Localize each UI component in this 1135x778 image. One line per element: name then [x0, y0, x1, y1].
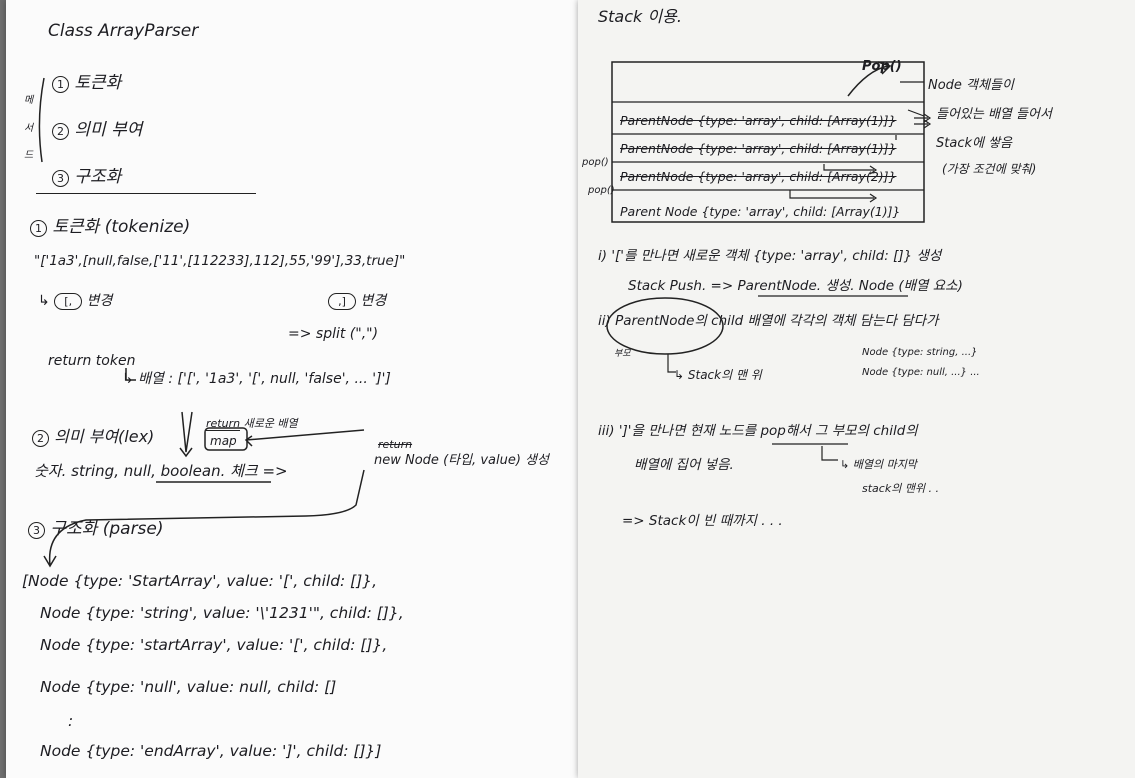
- step-text: '['를 만나면 새로운 객체 {type: 'array', child: […: [611, 248, 942, 264]
- bracket-token: [,: [54, 293, 83, 310]
- step-text: ParentNode의 child 배열에 각각의 객체 담는다 담다가: [615, 313, 939, 329]
- return-token: return token: [48, 353, 136, 369]
- step-number-badge: 2: [52, 123, 69, 140]
- method-label-2: 서: [24, 123, 34, 134]
- right-note-page: Stack 이용. Pop() ParentNode {type: 'array…: [578, 0, 1135, 778]
- new-node-note: new Node (타입, value) 생성: [374, 453, 549, 468]
- return-label: return: [206, 417, 241, 431]
- change-label: 변경: [86, 293, 113, 309]
- class-title: Class ArrayParser: [48, 21, 199, 41]
- left-pen-strokes: [38, 77, 365, 568]
- step-number-badge: 1: [52, 76, 69, 93]
- arrow-icon: ↳: [38, 293, 55, 309]
- method-label-3: 드: [24, 150, 34, 161]
- parse-line: Node {type: 'string', value: '\'1231'", …: [40, 604, 404, 622]
- step-end: => Stack이 빈 때까지 . . .: [622, 513, 783, 529]
- circle-note: 부모: [614, 349, 631, 359]
- step2-sub2: Node {type: string, ...}: [862, 347, 978, 358]
- stack-note-line: 들어있는 배열 들어서: [936, 107, 1052, 122]
- overview-step-2: 2 의미 부여: [52, 121, 142, 140]
- overview-step-3: 3 구조화: [52, 168, 121, 187]
- parse-heading: 3 구조화 (parse): [28, 520, 164, 539]
- step3-line1: iii) ']'을 만나면 현재 노드를 pop해서 그 부모의 child의: [598, 422, 918, 440]
- stack-row: ParentNode {type: 'array', child: [Array…: [620, 113, 897, 128]
- stack-note-line: Node 객체들이: [928, 78, 1014, 93]
- step3-note1: ↳ 배열의 마지막: [840, 458, 917, 471]
- step-number-badge: 3: [28, 522, 45, 539]
- parse-line: Node {type: 'null', value: null, child: …: [40, 678, 337, 696]
- method-label-1: 메: [24, 95, 34, 106]
- parse-heading-text: 구조화 (parse): [50, 519, 164, 539]
- left-note-page: Class ArrayParser 메 서 드 1 토큰화 2 의미 부여 3 …: [6, 0, 591, 778]
- map-label: map: [210, 434, 237, 448]
- split-note: => split (","): [288, 326, 379, 342]
- step-number-badge: 2: [32, 430, 49, 447]
- step3-line2: 배열에 집어 넣음.: [634, 457, 734, 473]
- change-label: 변경: [360, 293, 387, 309]
- overview-step-text: 구조화: [74, 167, 122, 187]
- lex-heading-text: 의미 부여(lex): [54, 427, 155, 446]
- return-map-note: return 새로운 배열: [206, 415, 298, 433]
- step-number-badge: 1: [30, 220, 47, 237]
- overview-step-1: 1 토큰화: [52, 74, 121, 93]
- stack-note-line: Stack에 쌓음: [936, 136, 1013, 151]
- stack-title: Stack 이용.: [598, 7, 682, 26]
- step-text: ']'을 만나면 현재 노드를 pop해서 그 부모의 child의: [618, 423, 918, 439]
- step-num: i): [598, 248, 608, 264]
- tokenize-heading: 1 토큰화 (tokenize): [30, 218, 190, 237]
- stack-note-line: (가장 조건에 맞춰): [942, 162, 1037, 176]
- side-pop: pop(): [582, 157, 609, 168]
- step1-line2: Stack Push. => ParentNode. 생성. Node (배열 …: [628, 278, 963, 294]
- stack-row: Parent Node {type: 'array', child: [Arra…: [620, 204, 901, 219]
- step-num: iii): [598, 423, 615, 439]
- step2-sub3: Node {type: null, ...} ...: [862, 367, 980, 378]
- right-pen-strokes: [606, 61, 932, 461]
- stack-row: ParentNode {type: 'array', child: [Array…: [620, 169, 897, 184]
- close-bracket-change-note: ,] 변경: [328, 292, 386, 310]
- tokenize-heading-text: 토큰화 (tokenize): [52, 217, 191, 237]
- type-check-note: 숫자. string, null, boolean. 체크 =>: [34, 462, 288, 480]
- parse-line: Node {type: 'endArray', value: ']', chil…: [40, 742, 382, 760]
- token-array: ↳ 배열 : ['[', '1a3', '[', null, 'false', …: [122, 371, 391, 387]
- overview-step-text: 토큰화: [74, 73, 122, 93]
- lex-heading: 2 의미 부여(lex): [32, 428, 154, 447]
- step2-sub1: ↳ Stack의 맨 위: [674, 368, 762, 382]
- step3-note2: stack의 맨위 . .: [862, 482, 940, 495]
- struck-return: return: [378, 438, 413, 451]
- new-array-label: 새로운 배열: [243, 417, 298, 430]
- step-number-badge: 3: [52, 170, 69, 187]
- parse-line: [Node {type: 'StartArray', value: '[', c…: [22, 572, 378, 590]
- step1-line1: i) '['를 만나면 새로운 객체 {type: 'array', child…: [598, 247, 941, 265]
- tokenize-input-string: "['1a3',[null,false,['11',[112233],112],…: [34, 253, 406, 269]
- stack-row: ParentNode {type: 'array', child: [Array…: [620, 141, 897, 156]
- parse-line: Node {type: 'startArray', value: '[', ch…: [40, 636, 388, 654]
- side-pop: pop(): [588, 185, 615, 196]
- bracket-change-note: ↳ [, 변경: [38, 292, 112, 310]
- overview-step-text: 의미 부여: [74, 120, 143, 140]
- parse-ellipsis: :: [68, 712, 74, 730]
- section-divider: [36, 193, 256, 194]
- close-bracket-token: ,]: [328, 293, 356, 310]
